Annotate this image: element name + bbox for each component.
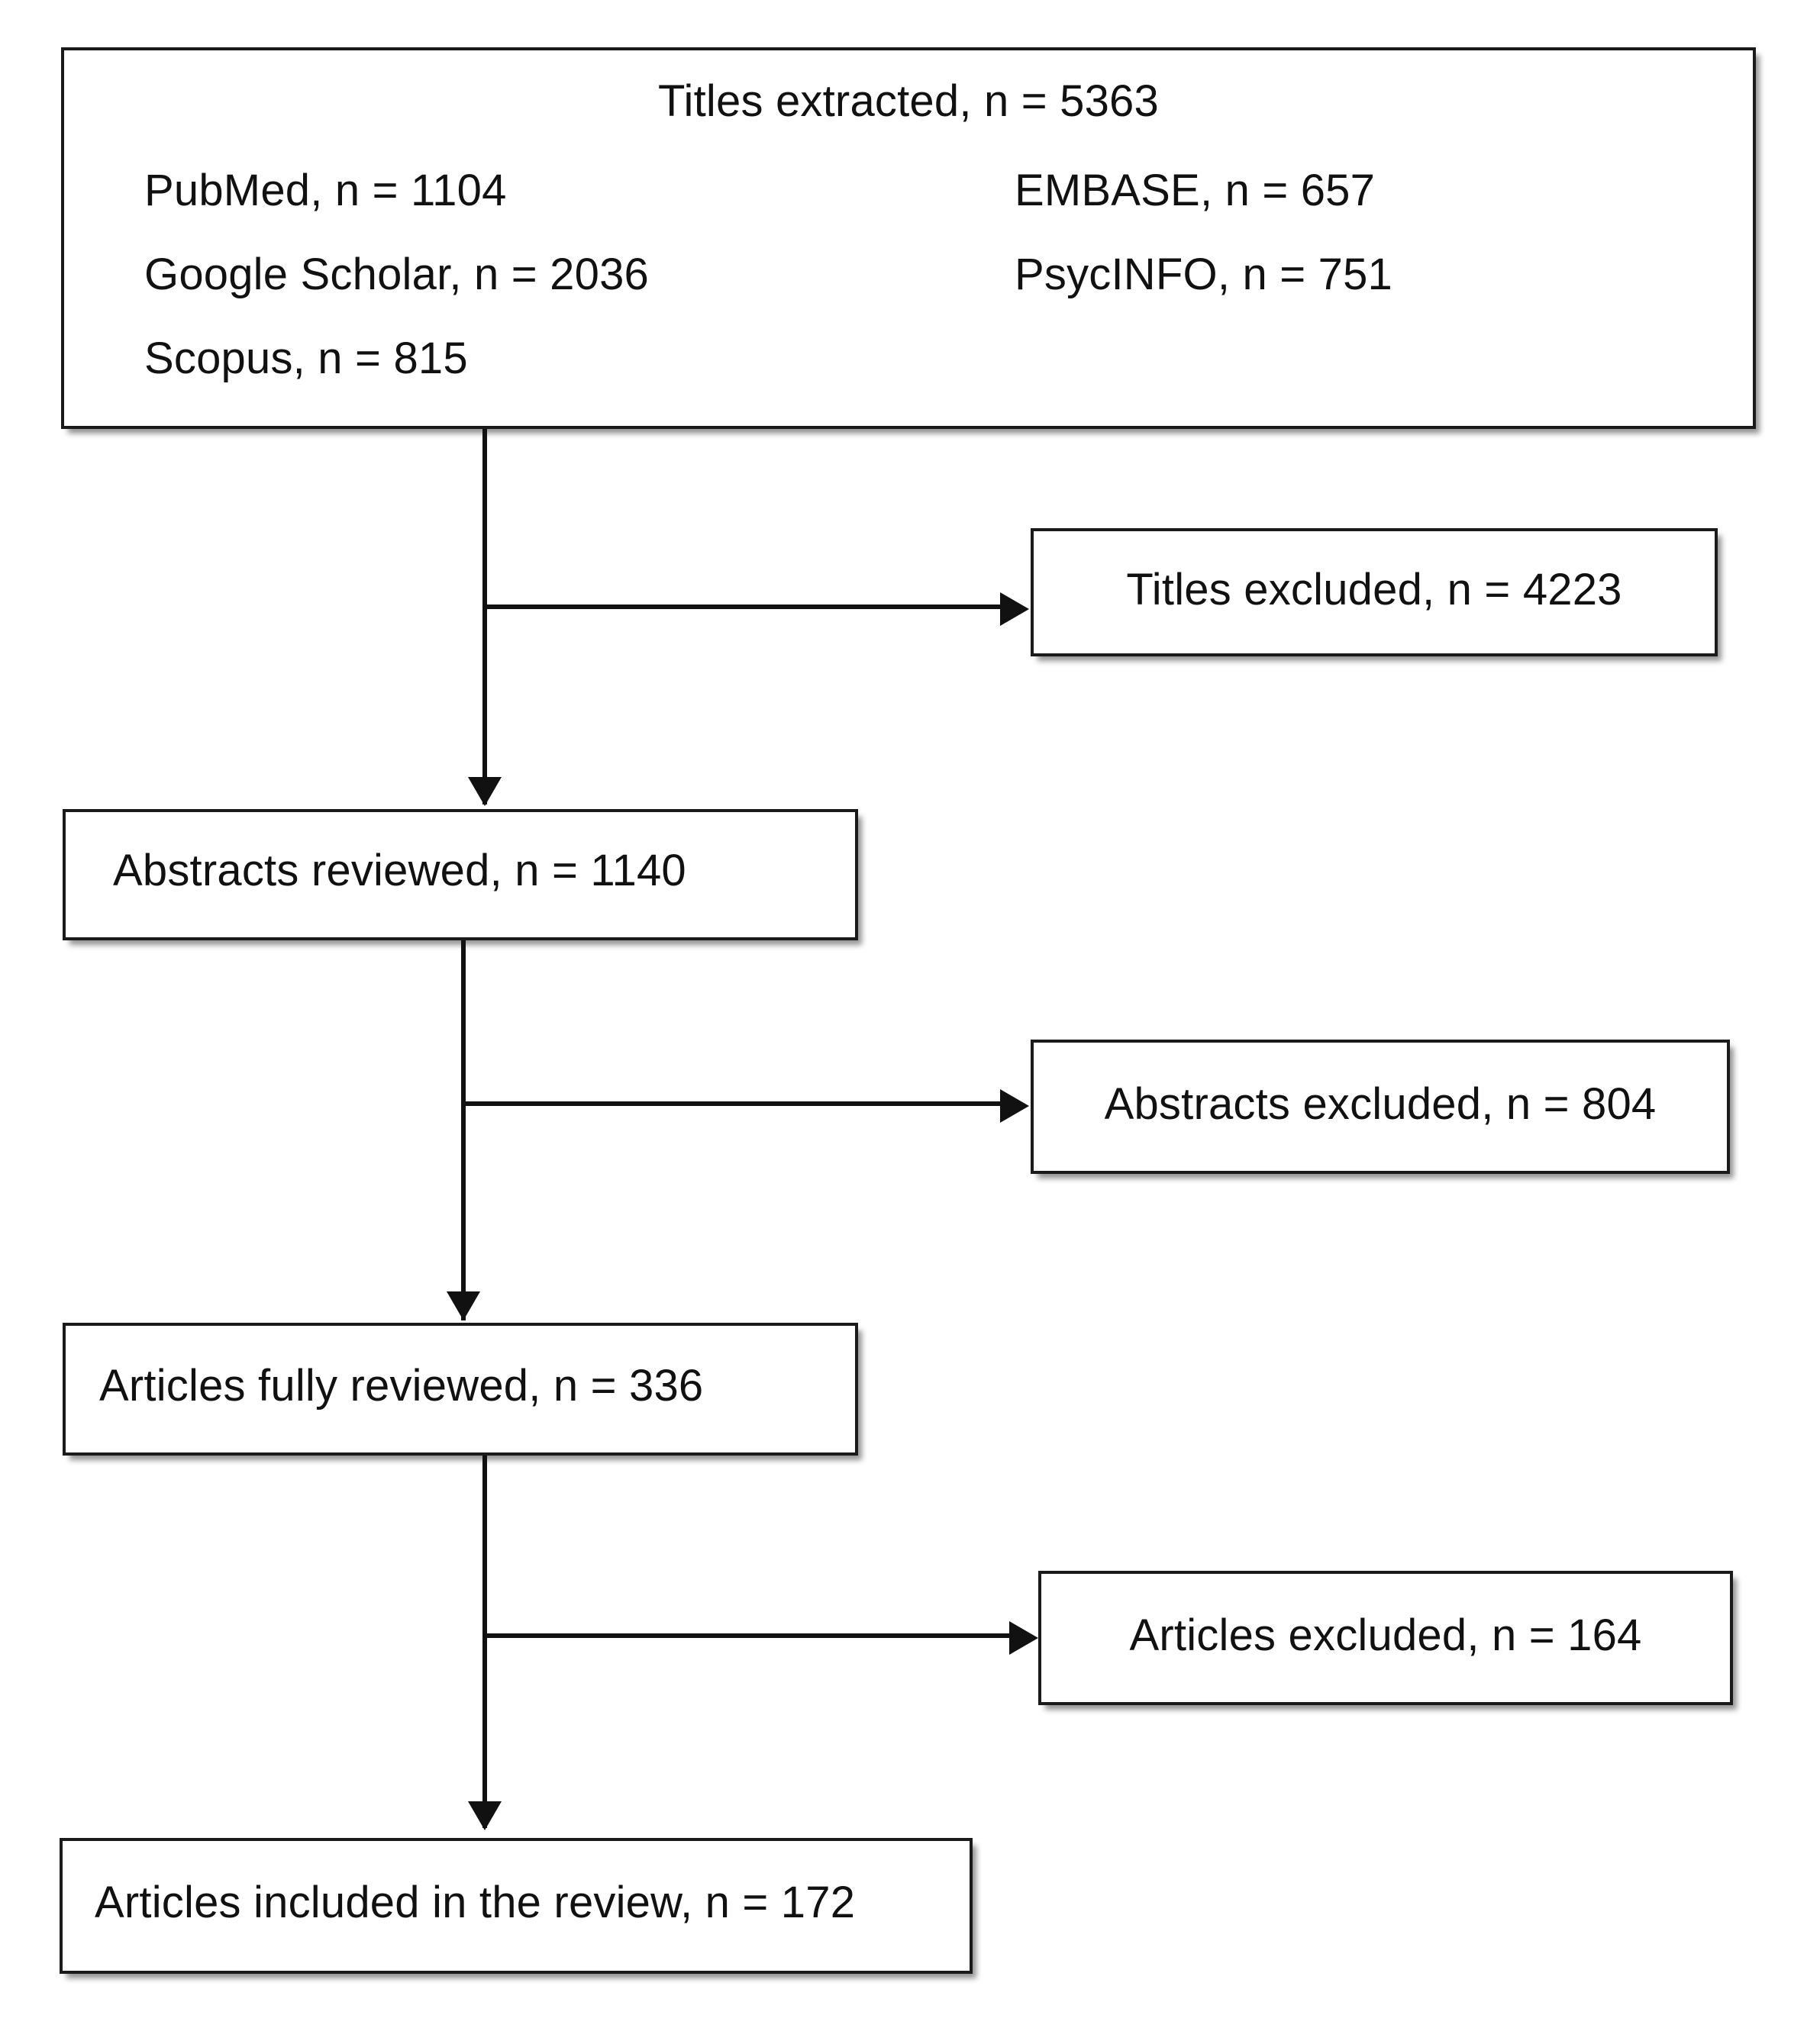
source-pubmed: PubMed, n = 1104	[144, 166, 507, 215]
arrowhead-right-articles-excluded	[1009, 1621, 1038, 1655]
titles-extracted-title: Titles extracted, n = 5363	[658, 76, 1159, 126]
arrowhead-down-to-abstracts	[468, 777, 502, 806]
articles-fully-reviewed-label: Articles fully reviewed, n = 336	[99, 1361, 704, 1411]
box-articles-fully-reviewed: Articles fully reviewed, n = 336	[63, 1323, 858, 1456]
box-titles-excluded: Titles excluded, n = 4223	[1031, 528, 1718, 656]
abstracts-excluded-label: Abstracts excluded, n = 804	[1104, 1079, 1657, 1129]
connector-branch-articles-excluded	[482, 1633, 1026, 1638]
box-articles-excluded: Articles excluded, n = 164	[1038, 1571, 1733, 1705]
connector-abstracts-to-articles	[461, 940, 466, 1320]
arrowhead-right-titles-excluded	[1000, 592, 1029, 626]
connector-branch-abstracts-excluded	[461, 1101, 1017, 1106]
source-scopus: Scopus, n = 815	[144, 334, 468, 383]
source-google-scholar: Google Scholar, n = 2036	[144, 250, 650, 299]
titles-excluded-label: Titles excluded, n = 4223	[1126, 565, 1622, 614]
box-articles-included: Articles included in the review, n = 172	[60, 1838, 973, 1974]
source-embase: EMBASE, n = 657	[1015, 166, 1376, 215]
connector-titles-to-abstracts	[482, 429, 487, 804]
box-abstracts-reviewed: Abstracts reviewed, n = 1140	[63, 809, 858, 940]
arrowhead-right-abstracts-excluded	[1000, 1089, 1029, 1123]
articles-included-label: Articles included in the review, n = 172	[95, 1878, 856, 1927]
articles-excluded-label: Articles excluded, n = 164	[1129, 1610, 1642, 1660]
source-psycinfo: PsycINFO, n = 751	[1015, 250, 1392, 299]
box-titles-extracted: Titles extracted, n = 5363 PubMed, n = 1…	[61, 47, 1756, 429]
arrowhead-down-to-articles	[447, 1291, 480, 1320]
connector-branch-titles-excluded	[482, 605, 1017, 609]
abstracts-reviewed-label: Abstracts reviewed, n = 1140	[113, 846, 686, 895]
box-abstracts-excluded: Abstracts excluded, n = 804	[1031, 1040, 1730, 1174]
connector-articles-to-included	[482, 1456, 487, 1828]
arrowhead-down-to-included	[468, 1801, 502, 1830]
